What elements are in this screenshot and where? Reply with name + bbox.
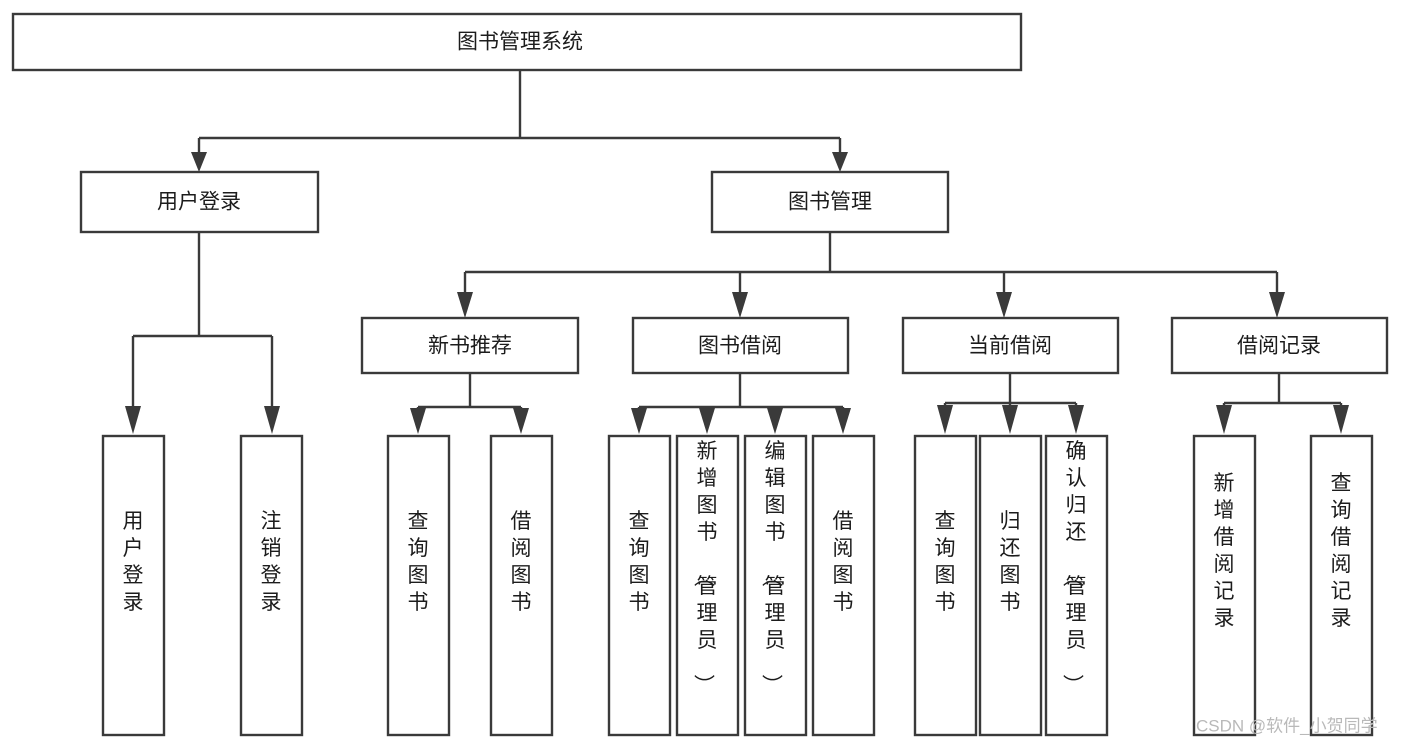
csdn-watermark: CSDN @软件_小贺同学 [1196,716,1378,735]
node-leaf-query-book-3-box[interactable] [913,434,978,737]
node-leaf-borrow-book-1-label: 借阅图书 [511,510,532,614]
arrow-head-leaf-add-book [699,408,715,434]
arrow-head-book-borrow [732,292,748,318]
connector-layer [125,70,1349,434]
node-book-borrow[interactable]: 图书借阅 [631,316,850,375]
node-leaf-confirm-return[interactable]: 确认归还（管理员） [1044,434,1109,737]
arrow-head-leaf-add-record [1216,405,1232,434]
arrow-head-leaf-query-book-1 [410,408,426,434]
node-book-management[interactable]: 图书管理 [710,170,950,234]
node-leaf-query-book-1-box[interactable] [386,434,451,737]
arrow-head-current-borrow [996,292,1012,318]
node-new-book-recommend-label: 新书推荐 [428,335,512,358]
node-book-borrow-label: 图书借阅 [698,335,782,358]
arrow-head-book-management [832,152,848,172]
node-leaf-query-record-box[interactable] [1309,434,1374,737]
node-book-management-box[interactable] [710,170,950,234]
node-leaf-query-book-2-label: 查询图书 [629,510,650,614]
arrow-head-leaf-confirm-return [1068,405,1084,434]
node-leaf-user-login[interactable]: 用户登录 [101,434,166,737]
node-root-label: 图书管理系统 [457,31,583,54]
node-new-book-recommend-box[interactable] [360,316,580,375]
node-leaf-logout[interactable]: 注销登录 [239,434,304,737]
node-user-login[interactable]: 用户登录 [79,170,320,234]
node-leaf-confirm-return-label: 确认归还（管理员） [1061,440,1087,695]
arrow-head-leaf-query-book-2 [631,408,647,434]
node-leaf-edit-book[interactable]: 编辑图书（管理员） [743,434,808,737]
node-leaf-user-login-box[interactable] [101,434,166,737]
arrow-head-borrow-record [1269,292,1285,318]
arrow-head-leaf-borrow-book-1 [513,408,529,434]
node-leaf-return-book[interactable]: 归还图书 [978,434,1043,737]
node-leaf-add-record-box[interactable] [1192,434,1257,737]
node-leaf-logout-box[interactable] [239,434,304,737]
node-leaf-user-login-label: 用户登录 [123,510,144,614]
node-root-box[interactable] [11,12,1023,72]
node-leaf-borrow-book-1[interactable]: 借阅图书 [489,434,554,737]
arrow-head-user-login [191,152,207,172]
node-leaf-borrow-book-2[interactable]: 借阅图书 [811,434,876,737]
node-current-borrow-label: 当前借阅 [968,335,1052,358]
node-leaf-borrow-book-1-box[interactable] [489,434,554,737]
arrow-head-new-book-recommend [457,292,473,318]
node-leaf-query-book-3-label: 查询图书 [935,510,956,614]
node-leaf-borrow-book-2-label: 借阅图书 [833,510,854,614]
node-leaf-query-book-3[interactable]: 查询图书 [913,434,978,737]
node-book-borrow-box[interactable] [631,316,850,375]
node-leaf-query-book-1-label: 查询图书 [408,510,429,614]
node-borrow-record-label: 借阅记录 [1237,335,1321,358]
node-book-management-label: 图书管理 [788,191,872,214]
arrow-head-leaf-query-record [1333,405,1349,434]
node-current-borrow[interactable]: 当前借阅 [901,316,1120,375]
arrow-head-leaf-query-book-3 [937,405,953,434]
arrow-head-leaf-user-login [125,406,141,434]
node-leaf-edit-book-label: 编辑图书（管理员） [760,440,786,695]
node-leaf-add-book[interactable]: 新增图书（管理员） [675,434,740,737]
node-borrow-record-box[interactable] [1170,316,1389,375]
arrow-head-leaf-logout [264,406,280,434]
node-leaf-return-book-label: 归还图书 [1000,510,1021,614]
node-leaf-edit-book-box[interactable] [743,434,808,737]
node-leaf-return-book-box[interactable] [978,434,1043,737]
node-user-login-box[interactable] [79,170,320,234]
node-root[interactable]: 图书管理系统 [11,12,1023,72]
node-borrow-record[interactable]: 借阅记录 [1170,316,1389,375]
node-leaf-confirm-return-box[interactable] [1044,434,1109,737]
node-leaf-query-book-2[interactable]: 查询图书 [607,434,672,737]
node-leaf-add-book-label: 新增图书（管理员） [692,440,718,695]
node-leaf-add-record-label: 新增借阅记录 [1214,472,1235,630]
node-leaf-query-record[interactable]: 查询借阅记录 [1309,434,1374,737]
node-leaf-query-record-label: 查询借阅记录 [1331,472,1352,630]
node-current-borrow-box[interactable] [901,316,1120,375]
node-leaf-query-book-1[interactable]: 查询图书 [386,434,451,737]
node-leaf-borrow-book-2-box[interactable] [811,434,876,737]
node-user-login-label: 用户登录 [157,191,241,214]
arrow-head-leaf-borrow-book-2 [835,408,851,434]
node-leaf-add-book-box[interactable] [675,434,740,737]
node-new-book-recommend[interactable]: 新书推荐 [360,316,580,375]
arrow-head-leaf-return-book [1002,405,1018,434]
node-leaf-query-book-2-box[interactable] [607,434,672,737]
arrow-head-leaf-edit-book [767,408,783,434]
node-leaf-logout-label: 注销登录 [261,510,282,614]
node-leaf-add-record[interactable]: 新增借阅记录 [1192,434,1257,737]
